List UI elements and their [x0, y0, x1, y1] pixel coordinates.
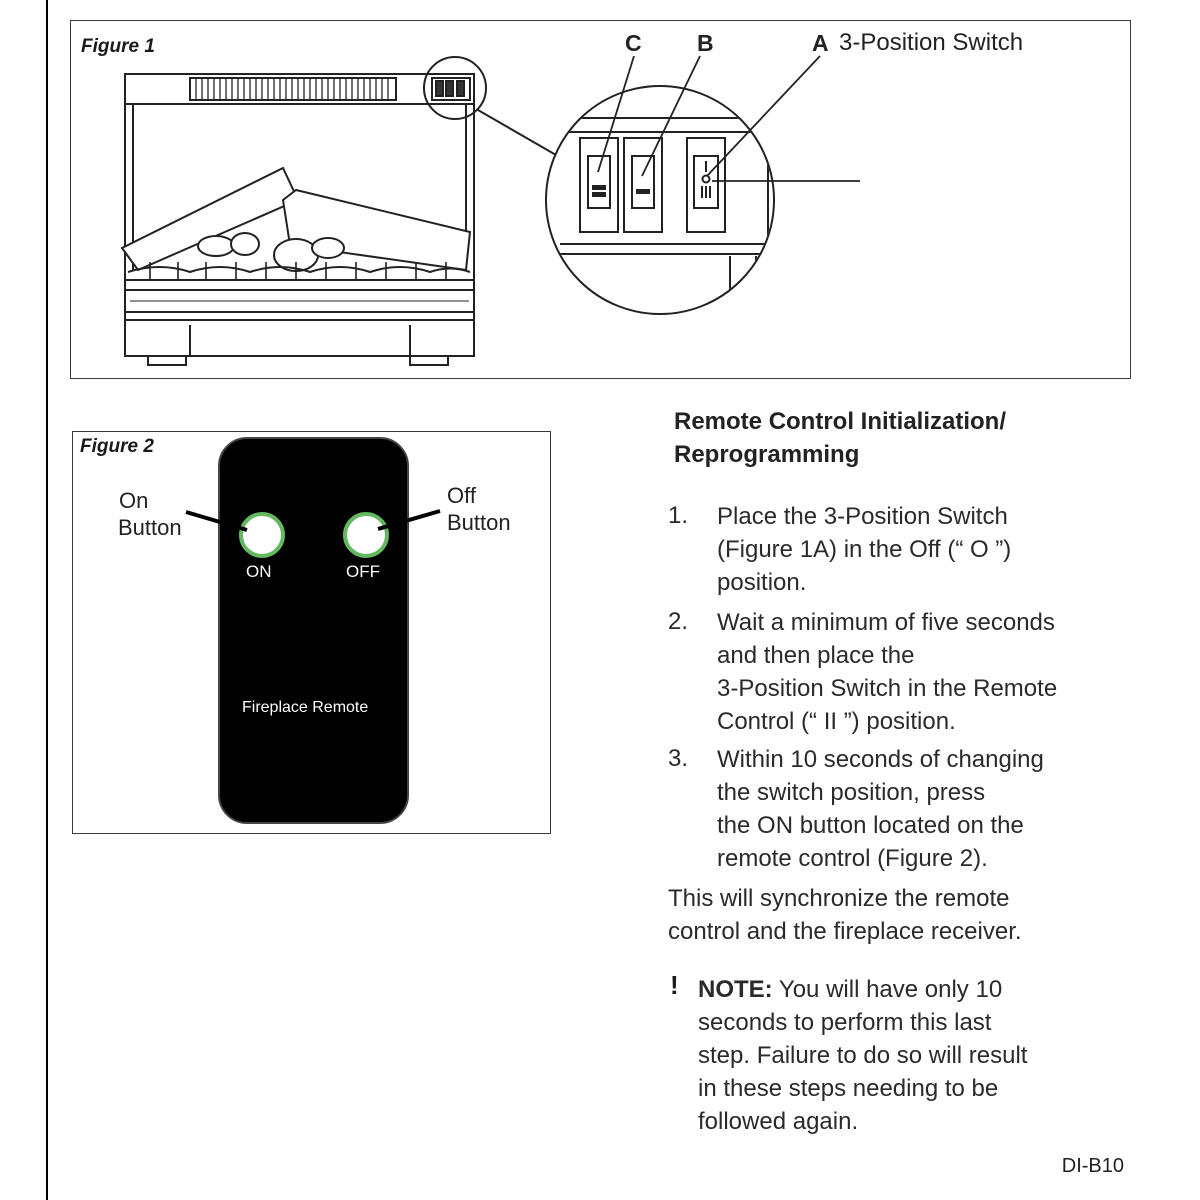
switch-cluster-small [431, 77, 471, 101]
callout-c-line [597, 55, 635, 173]
off-button [343, 512, 389, 558]
off-callout-line [377, 509, 441, 531]
note-label: NOTE: [698, 976, 773, 1003]
step-3-number: 3. [668, 745, 689, 772]
magnify-circle-small [423, 56, 487, 120]
remote-name-label: Fireplace Remote [242, 699, 369, 716]
note-text: NOTE: You will have only 10 seconds to p… [698, 976, 1028, 1135]
summary-text: This will synchronize the remote control… [668, 885, 1022, 945]
off-button-callout: Off Button [447, 483, 511, 535]
callout-b-label: B [697, 30, 714, 56]
remote-body [218, 437, 409, 824]
step-1-text: Place the 3-Position Switch (Figure 1A) … [717, 503, 1012, 596]
figure-2-frame: Figure 2 [72, 431, 551, 834]
callout-c-label: C [625, 30, 642, 56]
note-exclamation-icon: ! [670, 970, 679, 1000]
on-callout-line [185, 510, 248, 532]
step-2-number: 2. [668, 608, 689, 635]
magnify-leader-line [477, 109, 557, 156]
fireplace-base [124, 319, 475, 357]
remote-on-label: ON [246, 562, 272, 581]
vent-grille [189, 77, 397, 101]
page-margin-rule [46, 0, 48, 1200]
figure-2-label: Figure 2 [80, 436, 154, 457]
figure-1-frame: Figure 1 [70, 20, 1131, 379]
callout-b-line [641, 55, 701, 177]
figure-1-illustration [120, 55, 860, 366]
step-3-text: Within 10 seconds of changing the switch… [717, 746, 1044, 872]
section-heading: Remote Control Initialization/ Reprogram… [674, 408, 1007, 468]
step-1-number: 1. [668, 502, 689, 529]
step-2-text: Wait a minimum of five seconds and then … [717, 609, 1058, 735]
figure-2-illustration [185, 437, 441, 824]
document-code: DI-B10 [1061, 1155, 1124, 1177]
callout-a-text: 3-Position Switch [839, 29, 1024, 56]
on-button [239, 512, 285, 558]
vent-slats [195, 79, 389, 99]
remote-off-label: OFF [346, 562, 380, 581]
figure-1-label: Figure 1 [81, 36, 155, 57]
callout-a-line [706, 55, 821, 177]
callout-a-label: A [812, 30, 829, 56]
on-button-callout: On Button [118, 488, 182, 540]
magnify-circle-large [545, 85, 775, 315]
